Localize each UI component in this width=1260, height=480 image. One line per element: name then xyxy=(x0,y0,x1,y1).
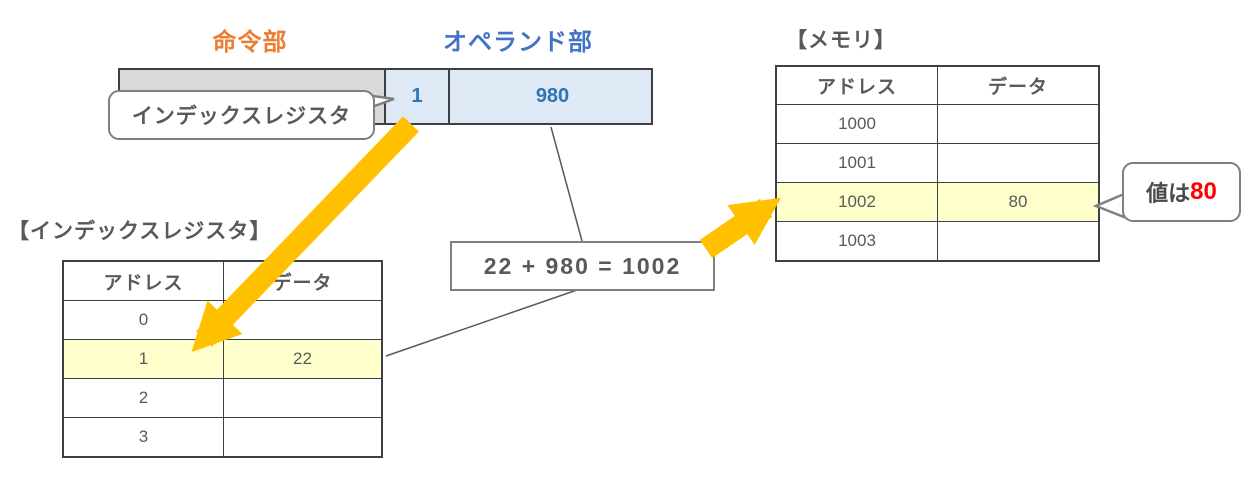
address-calculation-box: 22 + 980 = 1002 xyxy=(450,241,715,291)
address-cell: 2 xyxy=(138,388,149,407)
data-column-header: データ xyxy=(937,67,1098,104)
index-register-field: 1 xyxy=(386,70,450,123)
table-header-row: アドレス データ xyxy=(777,67,1098,104)
address-cell: 1002 xyxy=(838,192,876,211)
table-row: 1003 xyxy=(777,221,1098,260)
table-row: 3 xyxy=(64,417,381,456)
data-cell xyxy=(937,105,1098,143)
data-column-header: データ xyxy=(223,262,381,300)
data-cell xyxy=(223,301,381,339)
address-cell: 1000 xyxy=(838,114,876,133)
data-cell xyxy=(223,379,381,417)
table-row-highlighted: 1 22 xyxy=(64,339,381,378)
table-row: 1000 xyxy=(777,104,1098,143)
value-callout-value: 80 xyxy=(1190,178,1217,205)
address-column-header: アドレス xyxy=(816,77,897,98)
address-cell: 3 xyxy=(138,427,149,446)
index-register-table-title: 【インデックスレジスタ】 xyxy=(8,220,272,243)
operand-field: 980 xyxy=(535,85,570,107)
table-row: 2 xyxy=(64,378,381,417)
index-register-callout: インデックスレジスタ xyxy=(108,90,375,140)
memory-table-title: 【メモリ】 xyxy=(786,29,896,52)
table-row: 1001 xyxy=(777,143,1098,182)
line-operand-to-calc xyxy=(550,126,583,242)
table-row-highlighted: 1002 80 xyxy=(777,182,1098,221)
data-cell xyxy=(937,144,1098,182)
opcode-part-label: 命令部 xyxy=(212,29,288,56)
arrow-calc-to-memory-row xyxy=(699,197,781,259)
address-cell: 1001 xyxy=(838,153,876,172)
data-cell: 80 xyxy=(937,183,1098,221)
address-cell: 0 xyxy=(138,310,149,329)
index-register-table: アドレス データ 0 1 22 2 3 xyxy=(62,260,383,458)
table-header-row: アドレス データ xyxy=(64,262,381,300)
line-register-data-to-calc xyxy=(385,289,578,357)
data-cell xyxy=(937,222,1098,260)
value-callout-tail xyxy=(1092,192,1126,219)
data-cell: 22 xyxy=(223,340,381,378)
address-column-header: アドレス xyxy=(103,272,184,294)
value-callout-prefix: 値は xyxy=(1146,181,1191,206)
operand-part-label: オペランド部 xyxy=(443,29,593,56)
table-row: 0 xyxy=(64,300,381,339)
data-cell xyxy=(223,418,381,456)
memory-table: アドレス データ 1000 1001 1002 80 1003 xyxy=(775,65,1100,262)
address-cell: 1 xyxy=(138,349,149,368)
address-cell: 1003 xyxy=(838,231,876,250)
